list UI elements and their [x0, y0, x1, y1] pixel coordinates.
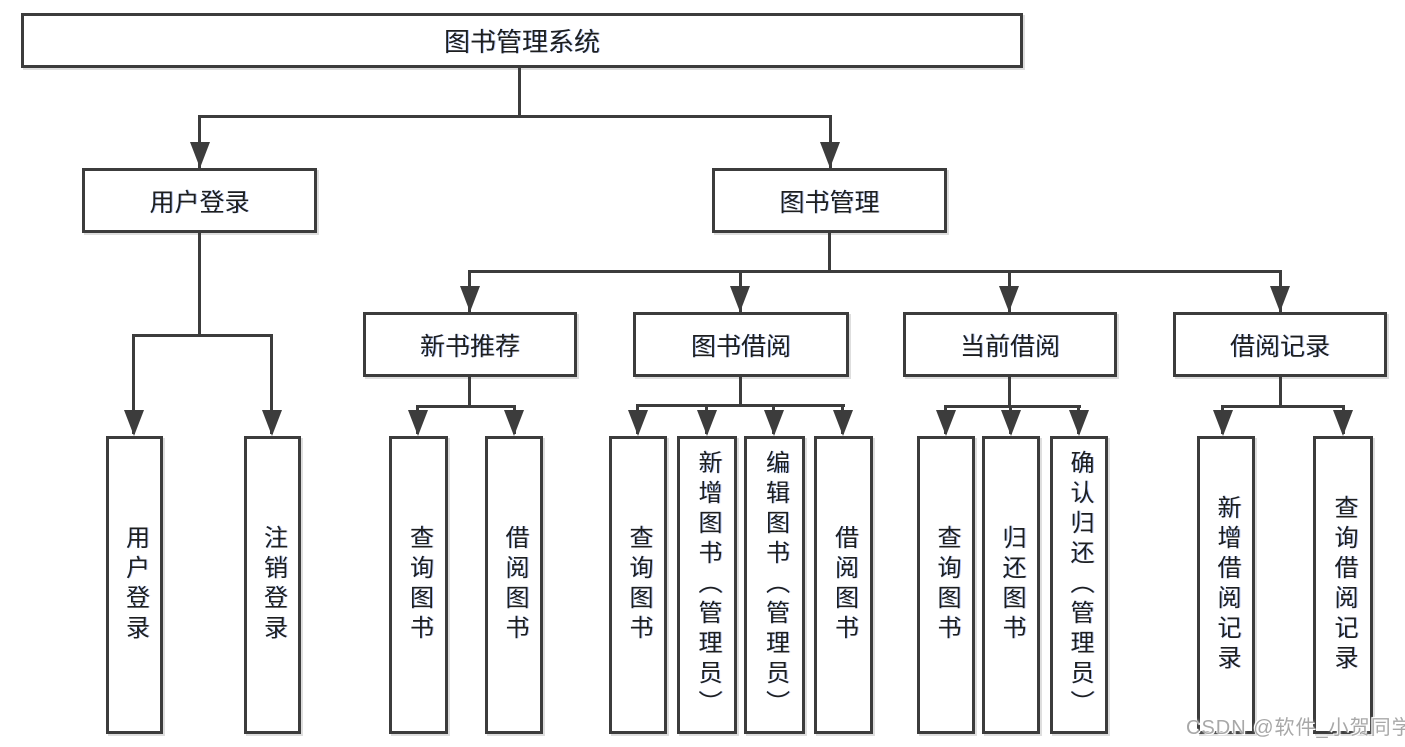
arrowhead-nb-query-books	[408, 410, 428, 436]
edge-book-borrow-stem	[739, 377, 742, 407]
arrowhead-cb-query-books	[936, 410, 956, 436]
edge-new-book-recommend-bar	[416, 405, 516, 408]
node-user-login: 用户登录	[82, 168, 317, 233]
arrowhead-cb-confirm-return	[1069, 410, 1089, 436]
arrowhead-current-borrow	[999, 286, 1019, 312]
node-book-borrow: 图书借阅	[633, 312, 849, 377]
edge-current-borrow-bar	[944, 405, 1081, 408]
edge-borrow-records-bar	[1221, 405, 1345, 408]
arrowhead-bb-edit-books	[764, 410, 784, 436]
arrowhead-book-management	[820, 142, 840, 168]
arrowhead-cb-return-books	[1001, 410, 1021, 436]
leaf-nb-query-books: 查询图书	[389, 436, 448, 734]
node-book-management: 图书管理	[712, 168, 947, 233]
leaf-nb-borrow-books: 借阅图书	[485, 436, 543, 734]
edge-root-drop-right	[829, 115, 832, 168]
edge-user-login-drop-2	[270, 334, 273, 434]
leaf-bb-query-books: 查询图书	[609, 436, 667, 734]
leaf-br-query-record: 查询借阅记录	[1313, 436, 1373, 734]
edge-root-bar	[198, 115, 832, 118]
arrowhead-bb-borrow-books	[833, 410, 853, 436]
leaf-br-add-record: 新增借阅记录	[1197, 436, 1255, 734]
node-borrow-records: 借阅记录	[1173, 312, 1387, 377]
leaf-bb-add-books-admin: 新增图书（管理员）	[677, 436, 737, 734]
arrowhead-new-book-recommend	[460, 286, 480, 312]
arrowhead-br-query-record	[1333, 410, 1353, 436]
leaf-cb-query-books: 查询图书	[917, 436, 975, 734]
edge-user-login-bar	[132, 334, 273, 337]
edge-current-borrow-stem	[1008, 377, 1011, 408]
leaf-cb-confirm-return-admin: 确认归还（管理员）	[1050, 436, 1108, 734]
csdn-watermark: CSDN @软件_小贺同学	[1186, 717, 1405, 739]
edge-new-book-recommend-stem	[468, 377, 471, 408]
node-root: 图书管理系统	[21, 13, 1023, 68]
leaf-bb-borrow-books: 借阅图书	[814, 436, 873, 734]
arrowhead-nb-borrow-books	[504, 410, 524, 436]
leaf-cb-return-books: 归还图书	[982, 436, 1040, 734]
edge-book-borrow-bar	[636, 404, 845, 407]
arrowhead-book-borrow	[730, 286, 750, 312]
arrowhead-bb-add-books	[697, 410, 717, 436]
leaf-bb-edit-books-admin: 编辑图书（管理员）	[744, 436, 805, 734]
edge-root-stem	[518, 68, 521, 118]
leaf-logout: 注销登录	[244, 436, 301, 734]
edge-book-management-stem	[828, 233, 831, 273]
arrowhead-bb-query-books	[628, 410, 648, 436]
edge-book-management-bar	[468, 270, 1282, 273]
arrowhead-borrow-records	[1270, 286, 1290, 312]
edge-user-login-stem	[198, 233, 201, 336]
edge-user-login-drop-1	[132, 334, 135, 434]
edge-root-drop-left	[198, 115, 201, 168]
node-new-book-recommend: 新书推荐	[363, 312, 577, 377]
arrowhead-user-login	[190, 142, 210, 168]
edge-borrow-records-stem	[1279, 377, 1282, 408]
arrowhead-leaf-logout	[262, 410, 282, 436]
arrowhead-leaf-user-login	[124, 410, 144, 436]
leaf-user-login: 用户登录	[106, 436, 163, 734]
arrowhead-br-add-record	[1213, 410, 1233, 436]
node-current-borrow: 当前借阅	[903, 312, 1117, 377]
